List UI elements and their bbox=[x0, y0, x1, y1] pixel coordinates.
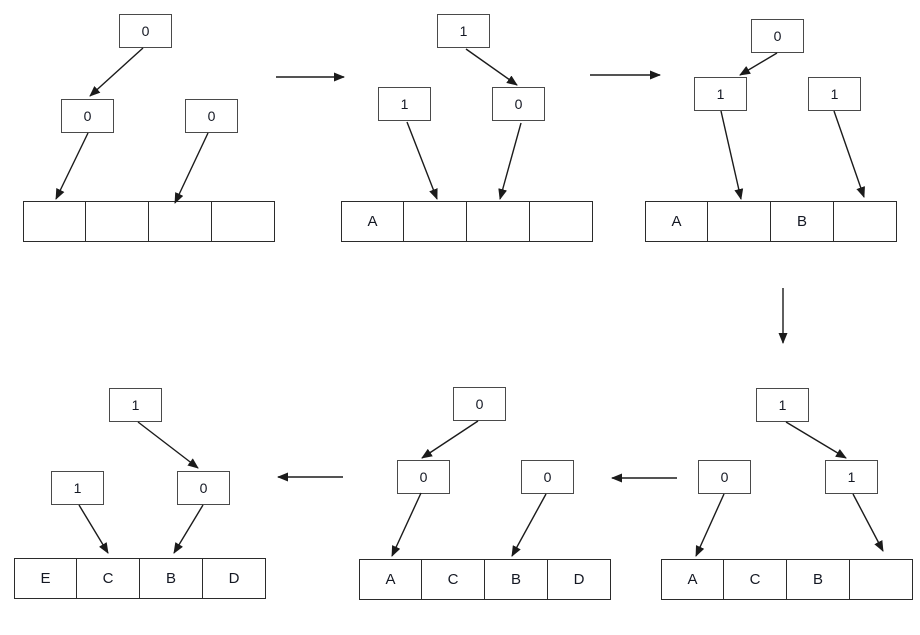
step2-left-to-cell2-arrow bbox=[406, 121, 438, 200]
step3-cell-2 bbox=[708, 201, 771, 242]
step5-left-node: 0 bbox=[397, 460, 450, 494]
step6-array: E C B D bbox=[14, 558, 266, 599]
step3-root-to-left-arrow bbox=[739, 52, 778, 76]
step3-left-to-cell2-arrow bbox=[720, 110, 744, 200]
step4-left-to-cell1-arrow bbox=[695, 493, 725, 557]
step6-left-to-cell2-arrow bbox=[78, 504, 109, 554]
step4-right-node: 1 bbox=[825, 460, 878, 494]
step6-cell-1: E bbox=[14, 558, 77, 599]
step4-left-node: 0 bbox=[698, 460, 751, 494]
step3-root-node: 0 bbox=[751, 19, 804, 53]
step5-left-to-cell1-arrow bbox=[391, 492, 422, 557]
step5-cell-3: B bbox=[485, 559, 548, 600]
step5-root-node: 0 bbox=[453, 387, 506, 421]
step1-cell-4 bbox=[212, 201, 275, 242]
step3-right-to-cell4-arrow bbox=[833, 110, 865, 198]
step6-cell-3: B bbox=[140, 558, 203, 599]
step4-cell-4 bbox=[850, 559, 913, 600]
step5-array: A C B D bbox=[359, 559, 611, 600]
step5-right-to-cell3-arrow bbox=[511, 493, 547, 557]
step6-left-node: 1 bbox=[51, 471, 104, 505]
step4-right-to-cell4-arrow bbox=[852, 493, 884, 552]
step2-cell-3 bbox=[467, 201, 530, 242]
step5-right-node: 0 bbox=[521, 460, 574, 494]
step4-array: A C B bbox=[661, 559, 913, 600]
step5-cell-2: C bbox=[422, 559, 485, 600]
step5-cell-1: A bbox=[359, 559, 422, 600]
step1-cell-1 bbox=[23, 201, 86, 242]
step1-cell-3 bbox=[149, 201, 212, 242]
step2-right-node: 0 bbox=[492, 87, 545, 121]
step2-array: A bbox=[341, 201, 593, 242]
step6-root-node: 1 bbox=[109, 388, 162, 422]
step3-array: A B bbox=[645, 201, 897, 242]
step1-root-to-left-arrow bbox=[89, 47, 144, 97]
step4-root-to-right-arrow bbox=[785, 421, 847, 459]
step3-left-node: 1 bbox=[694, 77, 747, 111]
step1-left-node: 0 bbox=[61, 99, 114, 133]
step3-cell-3: B bbox=[771, 201, 834, 242]
step2-root-to-right-arrow bbox=[465, 48, 518, 86]
step2-right-to-cell3-arrow bbox=[498, 122, 522, 200]
step6-cell-2: C bbox=[77, 558, 140, 599]
step6-root-to-right-arrow bbox=[137, 421, 199, 469]
step2-root-node: 1 bbox=[437, 14, 490, 48]
step4-cell-1: A bbox=[661, 559, 724, 600]
step1-right-node: 0 bbox=[185, 99, 238, 133]
step1-right-to-cell3-arrow bbox=[174, 132, 209, 204]
step3-cell-4 bbox=[834, 201, 897, 242]
step6-cell-4: D bbox=[203, 558, 266, 599]
step3-cell-1: A bbox=[645, 201, 708, 242]
step4-cell-3: B bbox=[787, 559, 850, 600]
step6-right-node: 0 bbox=[177, 471, 230, 505]
step1-root-node: 0 bbox=[119, 14, 172, 48]
step3-right-node: 1 bbox=[808, 77, 861, 111]
step4-cell-2: C bbox=[724, 559, 787, 600]
step1-left-to-cell1-arrow bbox=[55, 132, 89, 200]
step2-left-node: 1 bbox=[378, 87, 431, 121]
step6-right-to-cell3-arrow bbox=[173, 504, 204, 554]
step1-array bbox=[23, 201, 275, 242]
step5-cell-4: D bbox=[548, 559, 611, 600]
step5-root-to-left-arrow bbox=[421, 420, 479, 459]
step2-cell-4 bbox=[530, 201, 593, 242]
step2-cell-2 bbox=[404, 201, 467, 242]
step2-cell-1: A bbox=[341, 201, 404, 242]
step1-cell-2 bbox=[86, 201, 149, 242]
step4-root-node: 1 bbox=[756, 388, 809, 422]
